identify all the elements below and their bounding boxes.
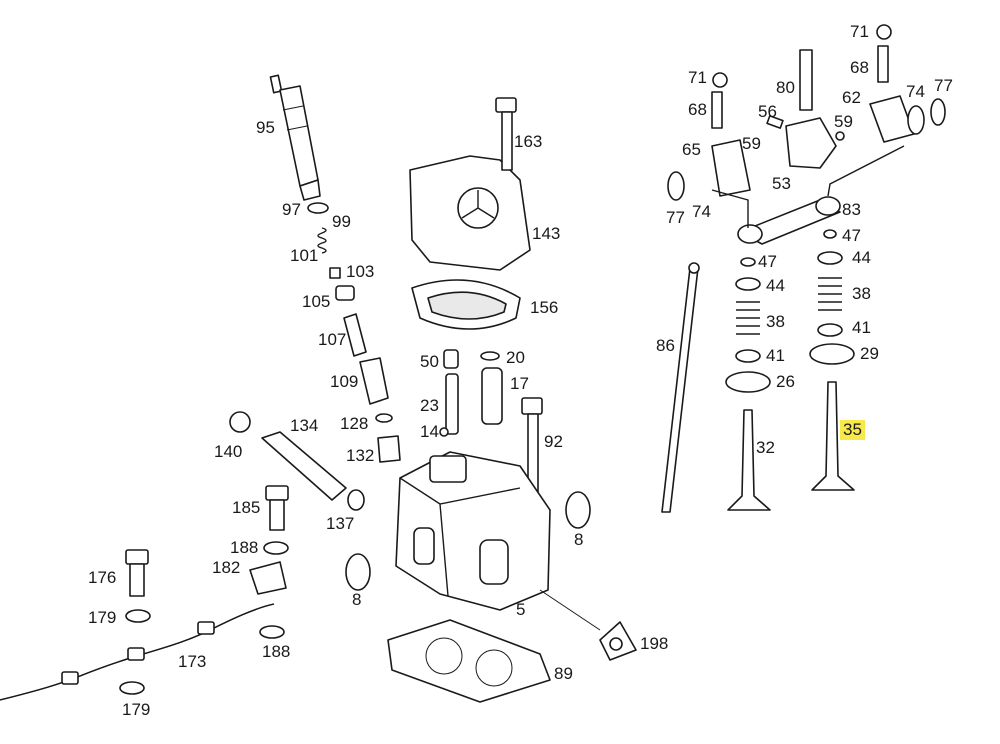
label-8-left: 8: [352, 590, 362, 609]
label-156: 156: [530, 298, 559, 317]
label-107: 107: [318, 330, 347, 349]
label-29: 29: [860, 344, 879, 363]
leak-line-part: [0, 603, 275, 701]
label-74-left: 74: [692, 202, 711, 221]
label-109: 109: [330, 372, 359, 391]
label-143: 143: [532, 224, 561, 243]
label-105: 105: [302, 292, 331, 311]
label-26: 26: [776, 372, 795, 391]
label-56: 56: [758, 102, 777, 121]
label-59-left: 59: [742, 134, 761, 153]
valve-stack-right: [809, 229, 855, 491]
label-188-lower: 188: [262, 642, 291, 661]
valve-guides-part: [439, 349, 503, 437]
label-68-right: 68: [850, 58, 869, 77]
label-198: 198: [640, 634, 669, 653]
injector-part: [269, 74, 321, 201]
label-185: 185: [232, 498, 261, 517]
label-182: 182: [212, 558, 241, 577]
label-62: 62: [842, 88, 861, 107]
hollow-bolts-parts: [119, 485, 289, 695]
label-20: 20: [506, 348, 525, 367]
label-35-highlighted[interactable]: 35: [840, 420, 865, 440]
label-83: 83: [842, 200, 861, 219]
label-134: 134: [290, 416, 319, 435]
label-65: 65: [682, 140, 701, 159]
label-38-left: 38: [766, 312, 785, 331]
label-188-upper: 188: [230, 538, 259, 557]
label-74-right: 74: [906, 82, 925, 101]
label-47-right: 47: [842, 226, 861, 245]
label-103: 103: [346, 262, 375, 281]
label-92: 92: [544, 432, 563, 451]
rocker-assembly-part: [667, 24, 946, 245]
label-95: 95: [256, 118, 275, 137]
label-68-left: 68: [688, 100, 707, 119]
injector-small-parts: [307, 202, 401, 463]
connection-pipe-part: [229, 411, 365, 511]
label-71-right: 71: [850, 22, 869, 41]
label-179-upper: 179: [88, 608, 117, 627]
cylinder-head-part: [395, 451, 551, 611]
label-44-left: 44: [766, 276, 785, 295]
label-99: 99: [332, 212, 351, 231]
label-101: 101: [290, 246, 319, 265]
label-89: 89: [554, 664, 573, 683]
bolt-163-part: [495, 97, 517, 171]
label-140: 140: [214, 442, 243, 461]
label-17: 17: [510, 374, 529, 393]
label-23: 23: [420, 396, 439, 415]
label-50: 50: [420, 352, 439, 371]
label-8-right: 8: [574, 530, 584, 549]
label-14: 14: [420, 422, 439, 441]
valve-stack-left: [725, 257, 771, 511]
label-59-right: 59: [834, 112, 853, 131]
label-80: 80: [776, 78, 795, 97]
label-32: 32: [756, 438, 775, 457]
head-cover-part: [409, 155, 531, 330]
label-47-left: 47: [758, 252, 777, 271]
label-77-left: 77: [666, 208, 685, 227]
head-gasket-part: [387, 619, 551, 703]
label-41-right: 41: [852, 318, 871, 337]
label-97: 97: [282, 200, 301, 219]
label-41-left: 41: [766, 346, 785, 365]
label-132: 132: [346, 446, 375, 465]
label-176: 176: [88, 568, 117, 587]
label-128: 128: [340, 414, 369, 433]
cup-8-parts: [345, 491, 591, 591]
label-38-right: 38: [852, 284, 871, 303]
plug-198-part: [539, 589, 637, 661]
label-163: 163: [514, 132, 543, 151]
label-53: 53: [772, 174, 791, 193]
label-173: 173: [178, 652, 207, 671]
label-5: 5: [516, 600, 526, 619]
label-137: 137: [326, 514, 355, 533]
label-86: 86: [656, 336, 675, 355]
label-179-lower: 179: [122, 700, 151, 719]
pushrod-part: [661, 262, 700, 513]
label-77-right: 77: [934, 76, 953, 95]
label-71-left: 71: [688, 68, 707, 87]
label-44-right: 44: [852, 248, 871, 267]
